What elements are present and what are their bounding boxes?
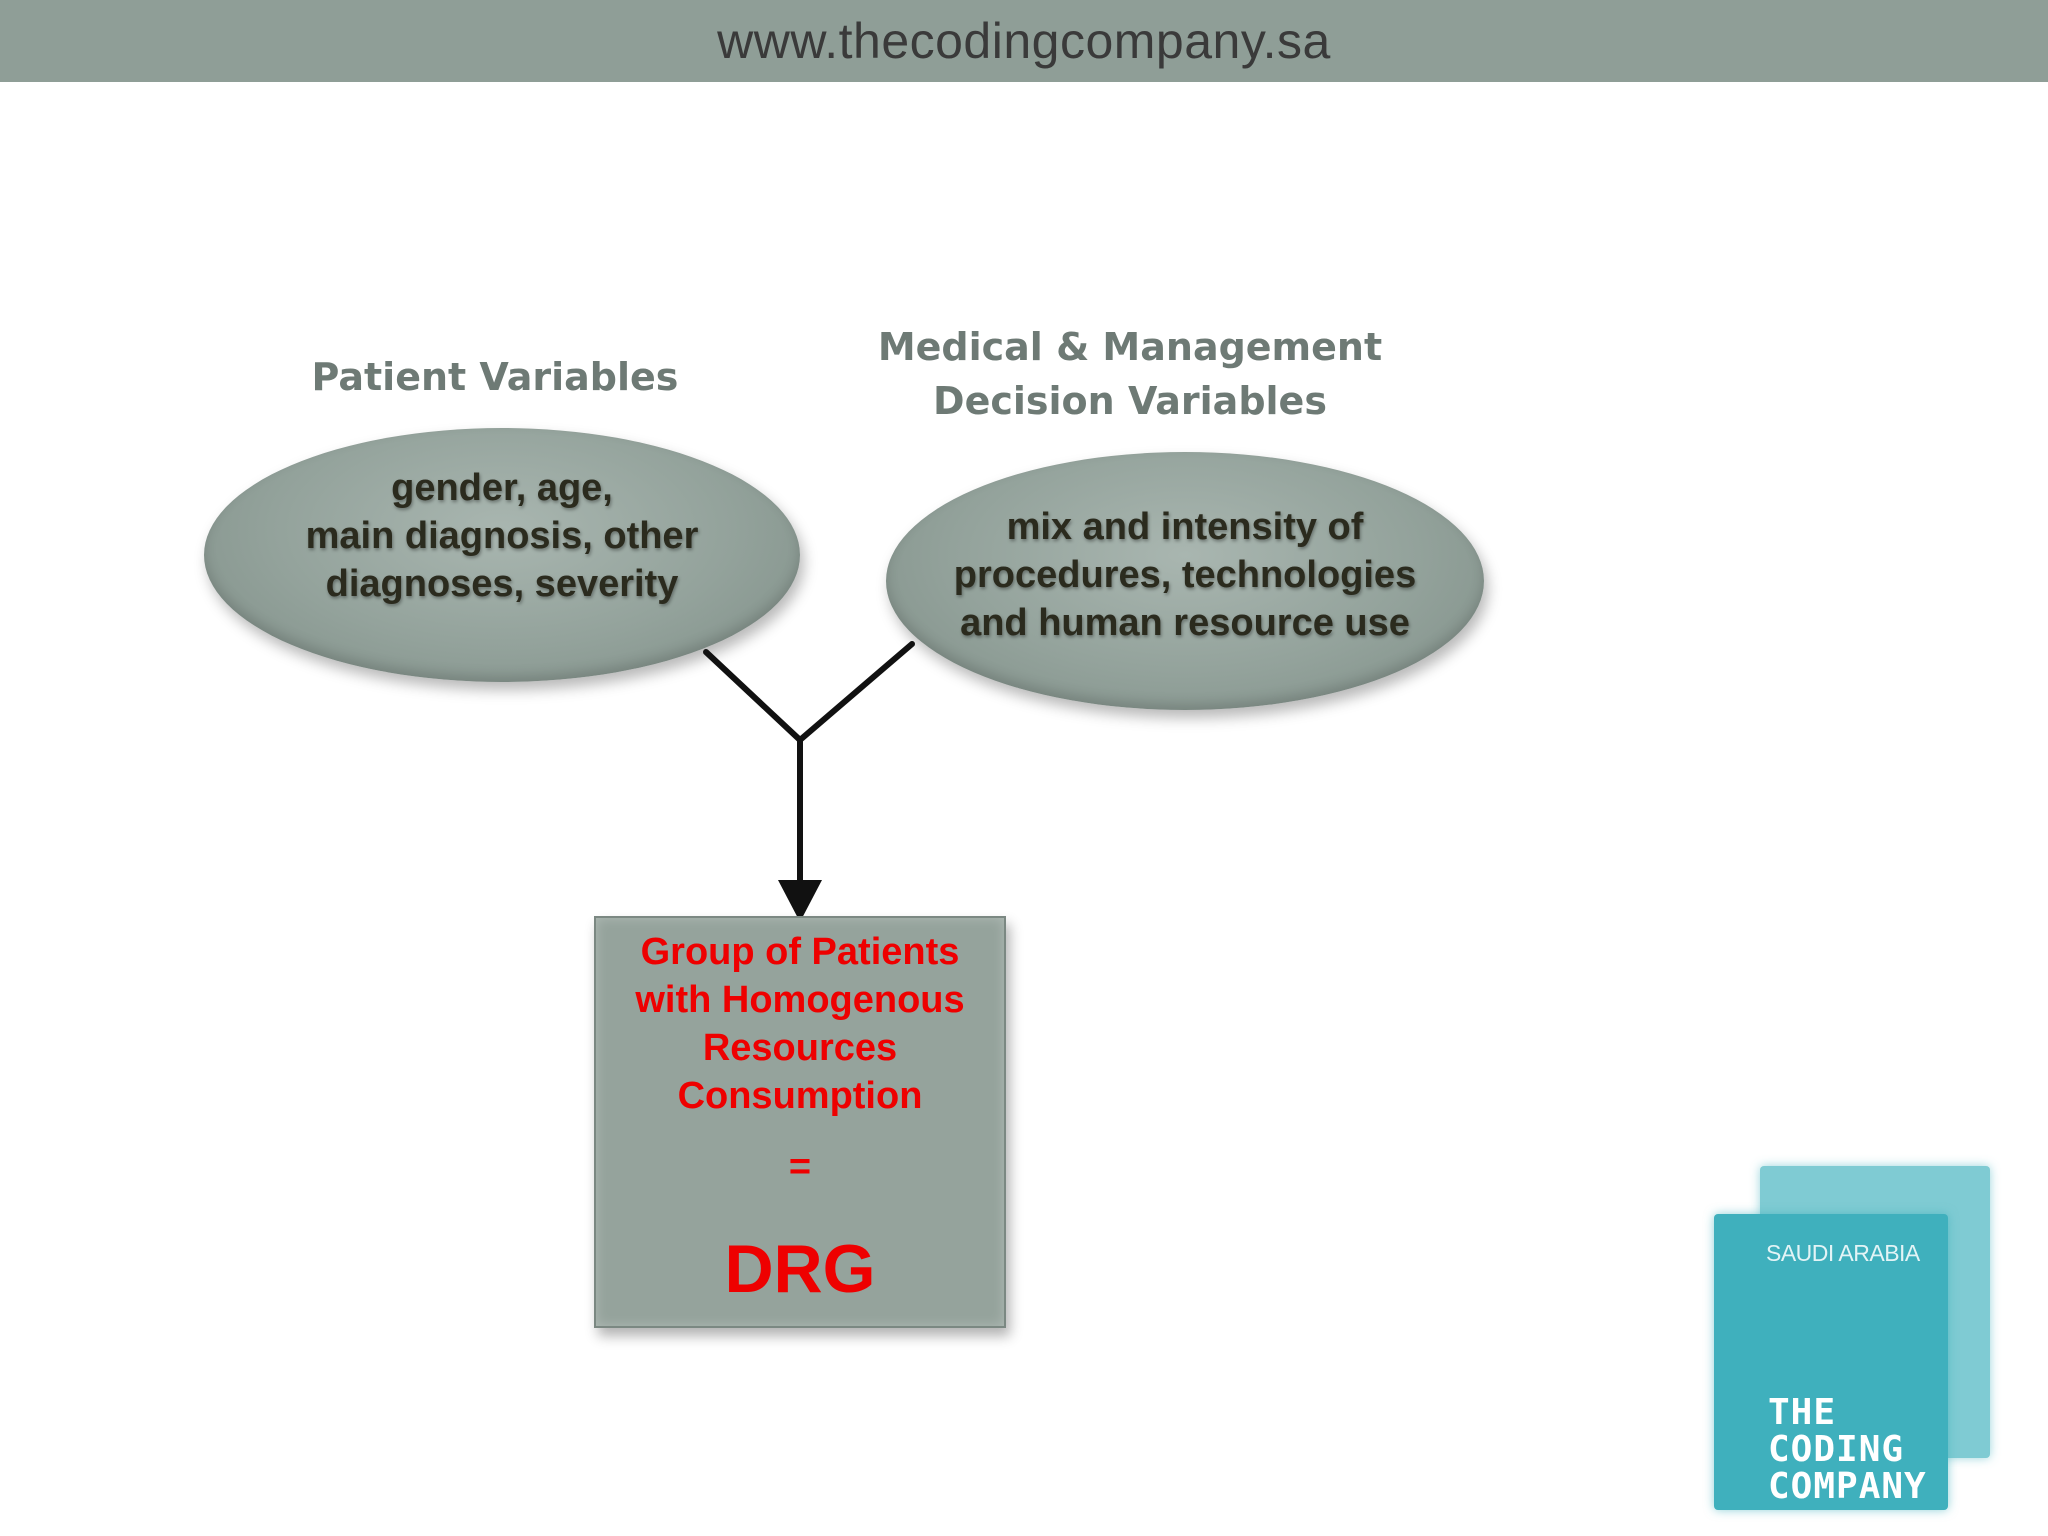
logo-front-square: SAUDI ARABIA THE CODING COMPANY xyxy=(1714,1214,1948,1510)
patient-variables-ellipse: gender, age, main diagnosis, other diagn… xyxy=(204,428,800,682)
logo-region-text: SAUDI ARABIA xyxy=(1766,1240,1920,1266)
connector-left-branch xyxy=(703,649,803,743)
drg-term: DRG xyxy=(724,1231,876,1307)
header-url[interactable]: www.thecodingcompany.sa xyxy=(717,13,1331,69)
medical-variables-items: mix and intensity of procedures, technol… xyxy=(953,506,1417,644)
drg-result-box: Group of Patients with Homogenous Resour… xyxy=(594,916,1006,1328)
header-bar: www.thecodingcompany.sa xyxy=(0,0,2048,82)
company-logo: SAUDI ARABIA THE CODING COMPANY xyxy=(1710,1164,1994,1510)
drg-equals-sign: = xyxy=(788,1146,812,1188)
connector-right-branch xyxy=(797,641,915,743)
medical-variables-ellipse: mix and intensity of procedures, technol… xyxy=(886,452,1484,710)
patient-variables-items: gender, age, main diagnosis, other diagn… xyxy=(305,467,699,605)
medical-variables-label: Medical & Management Decision Variables xyxy=(877,325,1383,423)
patient-variables-label: Patient Variables xyxy=(311,355,679,399)
arrowhead xyxy=(778,880,822,922)
drg-description: Group of Patients with Homogenous Resour… xyxy=(635,931,965,1117)
logo-company-name: THE CODING COMPANY xyxy=(1768,1392,1927,1507)
